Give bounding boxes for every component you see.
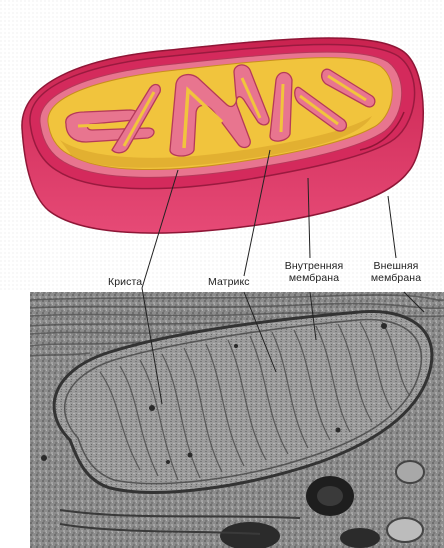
- label-outer-membrane-line2: мембрана: [358, 272, 434, 284]
- label-inner-membrane: Внутренняя мембрана: [272, 260, 356, 284]
- label-crista: Криста: [108, 276, 142, 288]
- label-outer-membrane: Внешняя мембрана: [358, 260, 434, 284]
- label-inner-membrane-line1: Внутренняя: [272, 260, 356, 272]
- label-outer-membrane-line1: Внешняя: [358, 260, 434, 272]
- electron-micrograph: [0, 292, 444, 548]
- label-matrix: Матрикс: [208, 276, 250, 288]
- label-inner-membrane-line2: мембрана: [272, 272, 356, 284]
